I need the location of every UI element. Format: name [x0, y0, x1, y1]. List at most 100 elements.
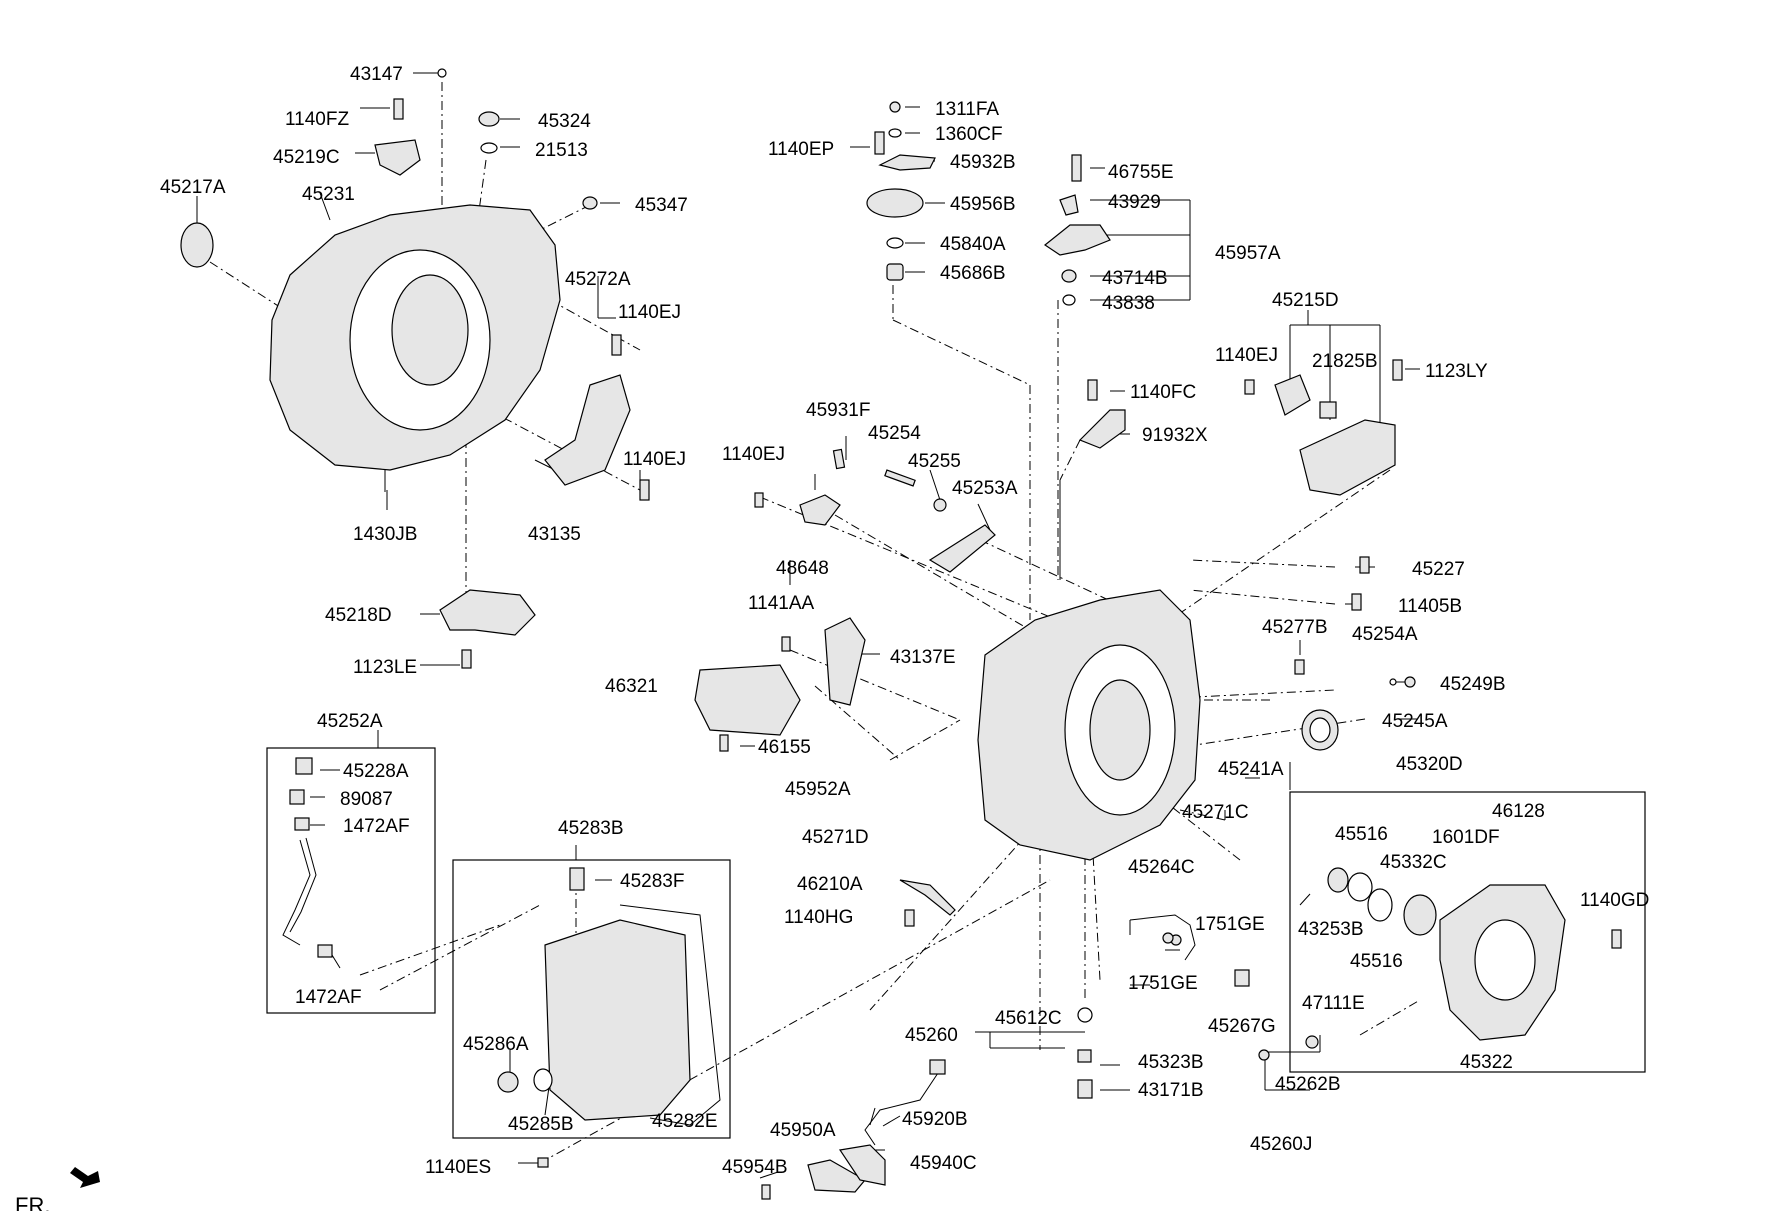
group-box-45320d [1289, 791, 1646, 1073]
bolt-1140es [537, 1157, 549, 1168]
bolt-1140ep [874, 131, 885, 155]
bolt-1140hg [904, 909, 915, 927]
plug-45262b [1305, 1035, 1319, 1049]
bolt-45277b [1294, 659, 1305, 675]
oil-filter-46321 [694, 664, 801, 736]
label-1140ej-a: 1140EJ [618, 302, 681, 323]
label-45283b: 45283B [558, 818, 624, 839]
label-43137e: 43137E [890, 647, 956, 668]
label-1140ej-d: 1140EJ [722, 444, 785, 465]
label-45215d: 45215D [1272, 290, 1339, 311]
label-43929: 43929 [1108, 192, 1161, 213]
label-1140fz: 1140FZ [285, 109, 349, 130]
label-43253b: 43253B [1298, 919, 1364, 940]
label-45347: 45347 [635, 195, 688, 216]
oil-guide-43137e [824, 617, 866, 706]
bracket-91932x [1078, 409, 1126, 449]
vent-45228a [295, 757, 313, 775]
clamp-1472af-b [317, 944, 333, 958]
label-46321: 46321 [605, 676, 658, 697]
part-labels: 43147 1140FZ 45324 21513 45219C 45217A 4… [15, 64, 1649, 1211]
label-1123ly: 1123LY [1425, 361, 1488, 382]
label-45686b: 45686B [940, 263, 1006, 284]
bolt-1140ej-d [754, 492, 764, 508]
bolt-1141aa [781, 636, 791, 652]
washer-21513 [480, 142, 498, 154]
bush-21825b [1319, 401, 1337, 419]
group-box-45252a [266, 747, 436, 1014]
label-45260j: 45260J [1250, 1134, 1312, 1155]
label-47111e: 47111E [1302, 993, 1365, 1014]
plug-43147 [437, 68, 447, 78]
label-1140gd: 1140GD [1580, 890, 1649, 911]
washer-43838 [1062, 294, 1076, 306]
bracket-45218d [439, 589, 536, 636]
oring-1751ge-b [1162, 932, 1174, 944]
sensor-harness-45920b [864, 1069, 941, 1146]
lever-48648 [799, 494, 841, 526]
bracket-45219c [374, 139, 421, 176]
label-45264c: 45264C [1128, 857, 1195, 878]
bolt-1140fz [393, 98, 404, 120]
label-45956b: 45956B [950, 194, 1016, 215]
label-1141aa: 1141AA [748, 593, 815, 614]
label-45612c: 45612C [995, 1008, 1062, 1029]
pin-45931f [832, 448, 846, 470]
plug-45283f [569, 867, 585, 891]
label-1140hg: 1140HG [784, 907, 853, 928]
label-45245a: 45245A [1382, 711, 1448, 732]
front-direction-label: FR. [15, 1193, 50, 1211]
label-45271d: 45271D [802, 827, 869, 848]
gasket-45285b [533, 1068, 553, 1092]
plug-45267g [1234, 969, 1250, 987]
label-21825b: 21825B [1312, 351, 1378, 372]
clip-89087 [289, 789, 305, 805]
label-45285b: 45285B [508, 1114, 574, 1135]
label-1123le: 1123LE [353, 657, 417, 678]
label-45254a: 45254A [1352, 624, 1418, 645]
mount-bracket-45215d [1299, 419, 1396, 496]
label-43838: 43838 [1102, 293, 1155, 314]
oring-45516-a [1347, 872, 1373, 902]
label-45241a: 45241A [1218, 759, 1284, 780]
speed-sensor-45940c [838, 1144, 886, 1186]
label-45252a: 45252A [317, 711, 383, 732]
side-cover-boss-45322 [1474, 919, 1536, 1001]
plug-45324 [478, 111, 500, 127]
plug-45260j [1258, 1049, 1270, 1061]
bolt-46755e [1071, 154, 1082, 182]
label-45231: 45231 [302, 184, 355, 205]
oring-45612c [1077, 1007, 1093, 1023]
bolt-1123le [461, 649, 472, 669]
bearing-43253b [1327, 867, 1349, 893]
lever-45957a [1043, 224, 1111, 256]
label-1601df: 1601DF [1432, 827, 1500, 848]
label-45332c: 45332C [1380, 852, 1447, 873]
label-45228a: 45228A [343, 761, 409, 782]
label-45516-b: 45516 [1350, 951, 1403, 972]
plug-43171b [1077, 1079, 1093, 1099]
group-box-45283b [452, 859, 731, 1139]
breather-hose-45252a [282, 837, 317, 946]
label-45323b: 45323B [1138, 1052, 1204, 1073]
label-45227: 45227 [1412, 559, 1465, 580]
label-1751ge-a: 1751GE [1195, 914, 1265, 935]
bolt-11405b [1351, 593, 1362, 611]
washer-1360cf [888, 128, 902, 138]
label-45324: 45324 [538, 111, 591, 132]
detent-lever-45253a [928, 524, 996, 573]
oring-45516-b [1367, 888, 1393, 922]
label-45516-a: 45516 [1335, 824, 1388, 845]
bush-45686b [886, 263, 904, 281]
label-45950a: 45950A [770, 1120, 836, 1141]
bolt-46155 [719, 734, 729, 752]
label-46755e: 46755E [1108, 162, 1174, 183]
label-45920b: 45920B [902, 1109, 968, 1130]
plug-45323b [1077, 1049, 1092, 1063]
seal-45332c [1403, 894, 1437, 936]
inhibitor-switch-45956b [866, 188, 924, 218]
oil-guide-43135 [544, 374, 631, 486]
label-45277b: 45277B [1262, 617, 1328, 638]
bracket-21825b [1274, 374, 1311, 416]
